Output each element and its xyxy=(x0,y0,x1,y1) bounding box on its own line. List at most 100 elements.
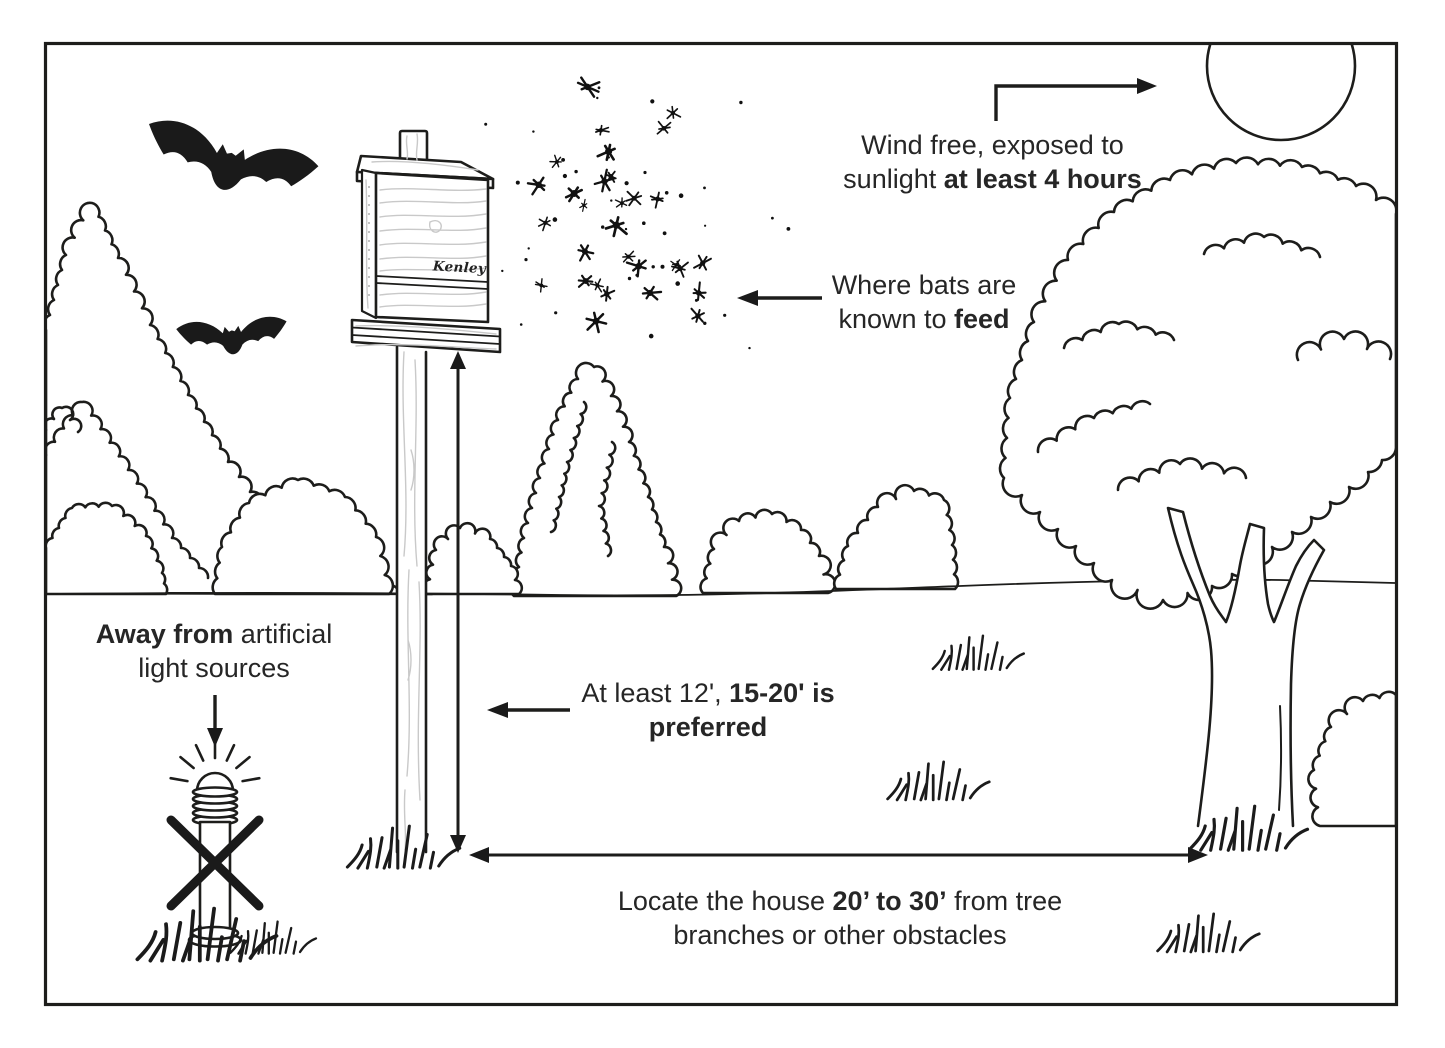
bat-house-on-pole: Kenley xyxy=(350,129,502,856)
text-normal: known to xyxy=(838,304,955,334)
label-line: At least 12', 15-20' is xyxy=(555,676,861,710)
insect-dot xyxy=(704,224,707,227)
insect-dot xyxy=(723,313,727,317)
insect-icon xyxy=(585,311,608,334)
arrow-light xyxy=(207,695,223,747)
grass-tuft xyxy=(1156,912,1261,954)
flying-bats xyxy=(137,114,321,359)
text-normal: light sources xyxy=(138,653,290,683)
grass-tuft xyxy=(886,760,991,802)
bush-middle-left xyxy=(421,521,524,596)
landing-board-slats xyxy=(351,326,501,345)
insect-dot xyxy=(660,264,665,269)
bat-icon xyxy=(175,315,289,359)
insect-dot xyxy=(771,216,774,220)
label-line: light sources xyxy=(79,651,349,685)
insect-dot xyxy=(532,130,535,133)
label-line: Locate the house 20’ to 30’ from tree xyxy=(580,884,1100,918)
insect-dot xyxy=(524,258,528,262)
insect-swarm xyxy=(484,76,791,350)
insect-icon xyxy=(649,191,664,209)
tree-middle-ridge xyxy=(549,400,588,534)
insect-dot xyxy=(601,225,605,229)
bush-lower-left xyxy=(47,501,169,596)
insect-icon xyxy=(577,244,595,262)
sun-icon xyxy=(1205,45,1357,142)
canopy-texture-line xyxy=(1116,457,1248,492)
tree-left-ridge-small xyxy=(47,405,83,434)
landing-board-grain xyxy=(355,324,497,350)
x-cross-icon xyxy=(166,815,264,911)
insect-dot xyxy=(703,321,707,325)
insect-icon xyxy=(670,259,681,272)
insect-dot xyxy=(648,333,654,339)
insect-dot xyxy=(597,86,601,90)
insect-icon xyxy=(692,281,707,301)
insect-dot xyxy=(627,276,632,281)
label-line: sunlight at least 4 hours xyxy=(820,162,1165,196)
light-collar xyxy=(191,786,239,826)
insect-dot xyxy=(484,122,488,126)
label-line: Away from artificial xyxy=(79,617,349,651)
text-normal: artificial xyxy=(233,619,333,649)
bat-house-front xyxy=(374,171,490,324)
insect-dot xyxy=(562,173,568,179)
light-ray xyxy=(241,776,261,783)
arrow-distance-double xyxy=(469,847,1208,863)
insect-icon xyxy=(579,198,588,212)
label-height: At least 12', 15-20' is preferred xyxy=(555,676,861,744)
text-normal: Where bats are xyxy=(831,270,1017,300)
text-bold: 15-20' is xyxy=(729,678,835,708)
insect-dot xyxy=(574,169,578,174)
text-bold: at least 4 hours xyxy=(943,164,1142,194)
tree-middle-ridge2 xyxy=(597,440,617,558)
insect-dot xyxy=(519,323,523,326)
label-sunlight: Wind free, exposed to sunlight at least … xyxy=(820,128,1165,196)
canopy-texture-line xyxy=(1062,320,1176,350)
pole-outline xyxy=(395,345,428,854)
insect-icon xyxy=(549,154,562,169)
bush-middle-right xyxy=(699,508,837,595)
bush-right-edge xyxy=(1307,690,1395,828)
arrow-height xyxy=(487,702,570,718)
insect-dot xyxy=(650,99,655,104)
crossed-out-light xyxy=(135,739,318,963)
text-bold: preferred xyxy=(648,712,768,742)
text-normal: branches or other obstacles xyxy=(673,920,1007,950)
text-normal: At least 12', xyxy=(581,678,730,708)
insect-dot xyxy=(675,281,680,286)
text-normal: from tree xyxy=(946,886,1063,916)
label-line: known to feed xyxy=(818,302,1030,336)
tree-canopy xyxy=(998,156,1395,610)
label-feed: Where bats are known to feed xyxy=(818,268,1030,336)
frame-border xyxy=(43,41,1399,1007)
insect-icon xyxy=(622,250,636,263)
light-rays xyxy=(169,739,261,783)
light-ray xyxy=(169,776,189,783)
insect-dot xyxy=(501,269,504,273)
label-line: branches or other obstacles xyxy=(580,918,1100,952)
insect-dot xyxy=(651,265,655,269)
text-bold: Away from xyxy=(95,619,234,649)
text-bold: 20’ to 30’ xyxy=(832,886,947,916)
insect-icon xyxy=(693,254,712,271)
insect-dot xyxy=(748,346,751,350)
label-line: preferred xyxy=(555,710,861,744)
bat-house-brand: Kenley xyxy=(431,258,487,277)
arrow-feed xyxy=(737,290,822,306)
light-ray xyxy=(194,743,205,762)
insect-icon xyxy=(596,143,616,162)
tree-trunk xyxy=(1166,506,1326,828)
insect-dot xyxy=(624,227,628,231)
insect-dot xyxy=(642,221,646,225)
insect-icon xyxy=(595,124,610,136)
bush-far-right-field xyxy=(832,483,960,591)
insect-icon xyxy=(534,278,548,293)
insect-icon xyxy=(577,274,594,288)
insect-icon xyxy=(526,176,546,196)
insect-dot xyxy=(552,217,558,222)
annotation-arrows xyxy=(207,78,1208,863)
insect-dot xyxy=(662,231,667,236)
insect-dot xyxy=(786,227,791,231)
